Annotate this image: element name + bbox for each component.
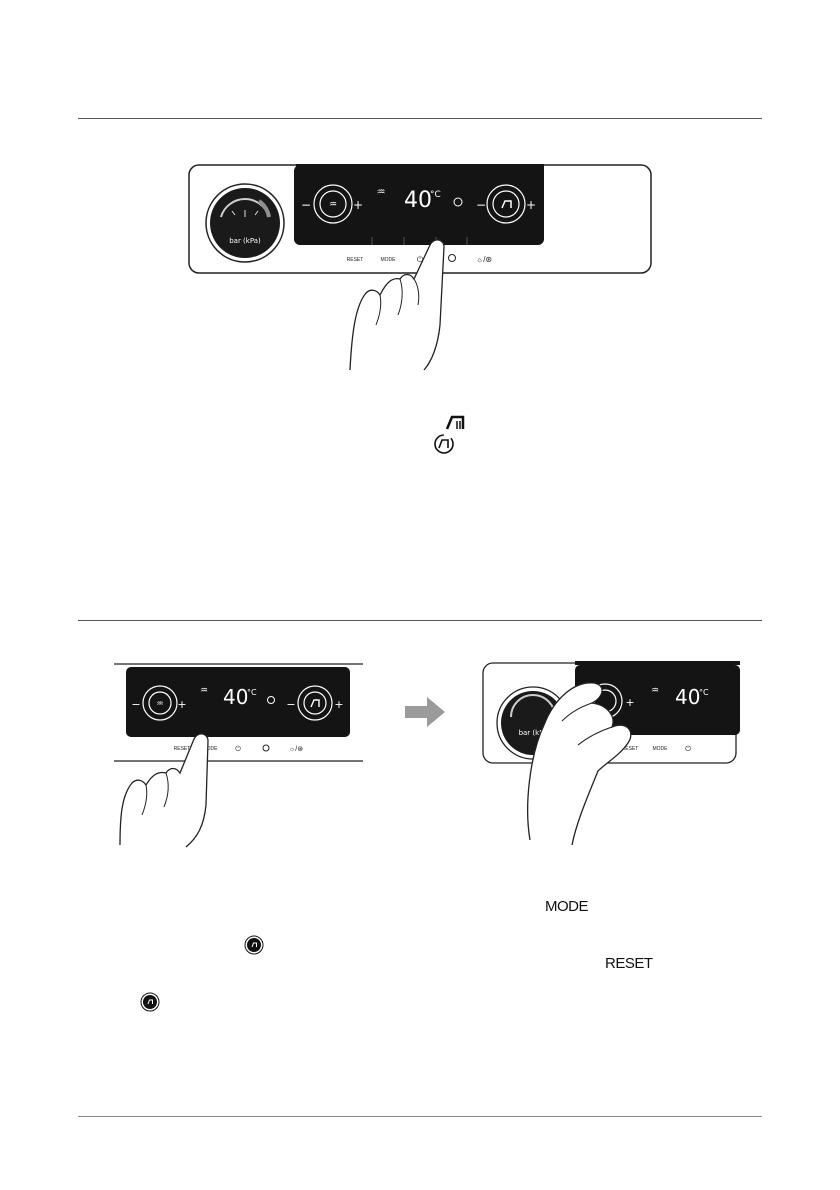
lcd-temperature-crop: 40: [223, 685, 248, 709]
sun-button-icon[interactable]: ☼/⊛: [476, 255, 492, 264]
mode-inline-label: MODE: [545, 898, 589, 915]
hot-water-knob-crop: [297, 685, 333, 721]
mode-button-label-turn: MODE: [653, 746, 669, 752]
lcd-temperature: 40: [404, 188, 432, 213]
bottom-rule: [78, 1116, 762, 1117]
lcd-flame-icon-crop: [267, 696, 275, 704]
minus-crop-right: −: [286, 698, 295, 711]
figure-panel-press: bar (kPa) ♒ − + ♒ 40 °C − + RESET MODE ⏻…: [188, 164, 652, 371]
power-button-icon[interactable]: ⏻: [417, 255, 424, 264]
top-rule: [78, 118, 762, 119]
mode-button-label-crop: MODE: [203, 746, 219, 752]
plus-turn: +: [625, 696, 634, 709]
middle-rule: [78, 620, 762, 621]
button-strip: [338, 236, 499, 245]
gauge-unit-label-crop: bar (kPa: [519, 729, 548, 737]
heating-plus[interactable]: +: [353, 198, 363, 212]
lcd-unit-crop: °C: [247, 688, 257, 697]
hot-water-plus[interactable]: +: [526, 198, 536, 212]
plus-crop-right: +: [334, 698, 343, 711]
hot-water-knob[interactable]: [486, 184, 526, 224]
lcd-radiator-icon-turn: ♒: [651, 686, 659, 696]
mode-button-label[interactable]: MODE: [381, 257, 397, 263]
pressing-hand: [349, 239, 445, 371]
power-button-icon-crop: ⏻: [235, 745, 241, 753]
figure-mode-press: ♒ − + ♒ 40 °C − + RESET MODE ⏻ ☼/⊛: [114, 663, 363, 848]
pressure-gauge: bar (kPa): [205, 183, 285, 263]
lcd-unit: °C: [430, 190, 441, 200]
tap-cycle-inline-icon: [434, 434, 454, 454]
lcd-display-crop: [126, 667, 350, 737]
pressing-hand-crop: [119, 733, 209, 848]
gauge-unit-label: bar (kPa): [229, 237, 261, 245]
heating-minus[interactable]: −: [301, 198, 311, 212]
reset-button-label-turn: RESET: [622, 746, 639, 752]
knob-inline-icon-second: [140, 992, 160, 1012]
flame-button-icon[interactable]: [448, 254, 456, 262]
tap-icon: [501, 200, 512, 209]
lcd-radiator-icon-crop: ♒: [200, 686, 208, 696]
lcd-display: [294, 165, 544, 245]
sun-button-icon-crop: ☼/⊛: [289, 746, 303, 753]
heating-knob[interactable]: ♒: [313, 184, 353, 224]
plus-crop-left: +: [177, 698, 186, 711]
lcd-temperature-turn: 40: [675, 685, 700, 709]
figure-knob-turn: bar (kPa + ♒ 40 °C RESET MODE ⏻: [482, 661, 740, 846]
reset-button-label[interactable]: RESET: [347, 257, 364, 263]
tap-inline-icon: [445, 415, 465, 430]
flame-button-icon-crop: [262, 744, 270, 752]
lcd-display-right-crop: [575, 665, 740, 735]
minus-crop-left: −: [131, 698, 140, 711]
lcd-unit-turn: °C: [699, 688, 709, 697]
next-step-arrow-icon: [405, 697, 445, 727]
heating-knob-crop: ♒: [142, 685, 178, 721]
hot-water-minus[interactable]: −: [476, 198, 486, 212]
svg-text:♒: ♒: [156, 699, 163, 708]
lcd-top-bar: [296, 164, 544, 170]
lcd-flame-icon: [453, 197, 463, 207]
reset-button-label-crop: RESET: [174, 746, 191, 752]
reset-inline-label: RESET: [605, 955, 653, 972]
radiator-icon: ♒: [329, 200, 337, 210]
turning-hand: [527, 682, 632, 846]
power-button-icon-turn: ⏻: [685, 745, 691, 753]
lcd-radiator-icon: ♒: [377, 187, 386, 198]
knob-inline-icon: [244, 935, 264, 955]
